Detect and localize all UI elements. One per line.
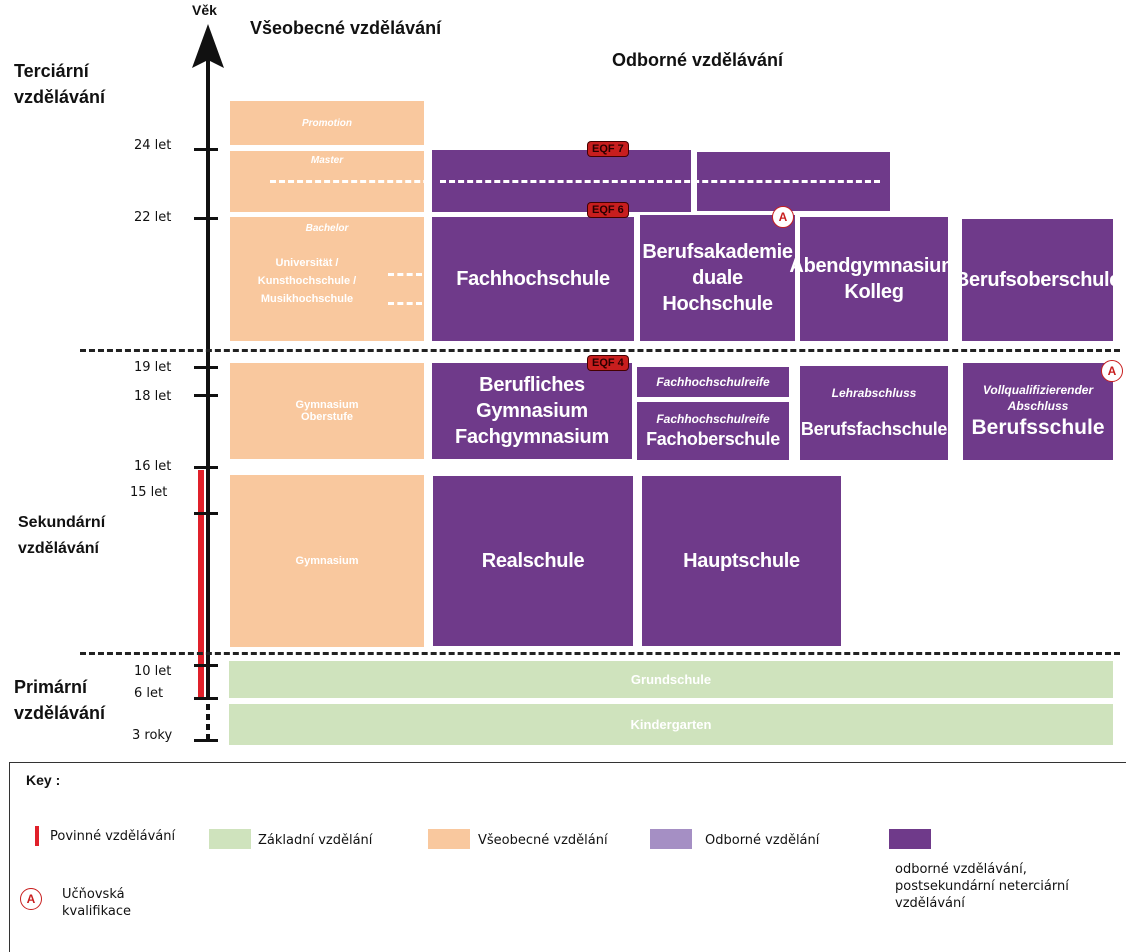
box-berufsschule: Vollqualifizierender Abschluss Berufssch… [963, 363, 1113, 460]
box-grundschule: Grundschule [229, 661, 1113, 698]
tick-22 [194, 217, 218, 220]
eqf-4-label: EQF 4 [588, 356, 628, 370]
separator-tertiary-secondary [80, 349, 1120, 352]
separator-secondary-primary [80, 652, 1120, 655]
level-tertiary: Terciární vzdělávání [14, 61, 106, 107]
uni-dash-2 [388, 302, 422, 305]
age-16: 16 let [134, 459, 172, 474]
box-berufsoberschule: Berufsoberschule [955, 219, 1120, 341]
axis-arrow-icon [192, 24, 224, 68]
box-fachhochschule: Fachhochschule [432, 217, 634, 341]
eqf-6-label: EQF 6 [588, 203, 628, 217]
box-gymnasium-oberstufe: Gymnasium Oberstufe [230, 363, 424, 459]
lehrabschluss-label: Lehrabschluss [831, 386, 917, 400]
legend-basic-swatch [209, 829, 251, 849]
tick-15 [194, 512, 218, 515]
compulsory-bar [198, 470, 204, 698]
tick-6 [194, 697, 218, 700]
tick-19 [194, 366, 218, 369]
legend-postsecondary-swatch [889, 829, 931, 849]
age-3: 3 roky [132, 728, 173, 743]
berufsschule-label: Berufsschule [971, 415, 1105, 439]
box-gymnasium: Gymnasium [230, 475, 424, 647]
box-berufliches-gymnasium: Berufliches Gymnasium Fachgymnasium [432, 363, 632, 459]
apprenticeship-icon: A [772, 206, 794, 228]
axis-dotted-part [206, 700, 210, 742]
fachoberschule-label: Fachoberschule [646, 429, 780, 449]
fachoberschule-sub: Fachhochschulreife [656, 412, 770, 426]
age-19: 19 let [134, 360, 172, 375]
tick-16 [194, 466, 218, 469]
legend-general-label: Všeobecné vzdělání [478, 833, 608, 848]
age-6: 6 let [134, 686, 164, 701]
box-berufsakademie: Berufsakademie duale Hochschule [640, 215, 795, 341]
legend-general-swatch [428, 829, 470, 849]
box-promotion: Promotion [230, 101, 424, 145]
tick-18 [194, 394, 218, 397]
master-dashed-line-2 [440, 180, 880, 183]
header-general: Všeobecné vzdělávání [250, 18, 442, 38]
legend-vocational-label: Odborné vzdělání [705, 833, 820, 848]
level-secondary: Sekundární vzdělávání [18, 514, 106, 557]
legend-apprenticeship-icon: A [20, 888, 42, 910]
age-18: 18 let [134, 389, 172, 404]
axis-label: Věk [192, 2, 217, 18]
tick-3 [194, 739, 218, 742]
legend-title: Key : [26, 772, 61, 788]
box-berufsfachschule: Lehrabschluss Berufsfachschule [800, 366, 948, 460]
header-vocational: Odborné vzdělávání [612, 50, 784, 70]
vollqualifizierender-label: Vollqualifizierender Abschluss [982, 382, 1094, 413]
universitat-label: Universität / Kunsthochschule / Musikhoc… [257, 257, 357, 305]
box-bachelor: Bachelor Universität / Kunsthochschule /… [230, 217, 424, 341]
legend-compulsory-label: Povinné vzdělávání [50, 829, 176, 844]
box-hauptschule: Hauptschule [642, 476, 841, 646]
berufsfachschule-label: Berufsfachschule [800, 419, 948, 439]
uni-dash-1 [388, 273, 422, 276]
level-primary: Primární vzdělávání [14, 677, 106, 723]
age-22: 22 let [134, 210, 172, 225]
box-abendgymnasium: Abendgymnasium Kolleg [789, 217, 959, 341]
bachelor-label: Bachelor [305, 223, 349, 234]
age-10: 10 let [134, 664, 172, 679]
legend-compulsory-swatch [35, 826, 39, 846]
box-fachoberschule: Fachhochschulreife Fachoberschule [637, 402, 789, 460]
legend-panel [9, 762, 1126, 952]
box-kindergarten: Kindergarten [229, 704, 1113, 745]
apprenticeship-icon: A [1101, 360, 1123, 382]
legend-postsecondary-label: odborné vzdělávání, postsekundární neter… [895, 862, 1069, 911]
age-15: 15 let [130, 485, 168, 500]
eqf-7-label: EQF 7 [588, 142, 628, 156]
tick-24 [194, 148, 218, 151]
box-realschule: Realschule [433, 476, 633, 646]
legend-basic-label: Základní vzdělání [258, 833, 373, 848]
age-24: 24 let [134, 138, 172, 153]
legend-vocational-swatch [650, 829, 692, 849]
tick-10 [194, 664, 218, 667]
legend-apprenticeship-label: Učňovská kvalifikace [62, 887, 132, 919]
box-fachhochschulreife: Fachhochschulreife [637, 367, 789, 397]
